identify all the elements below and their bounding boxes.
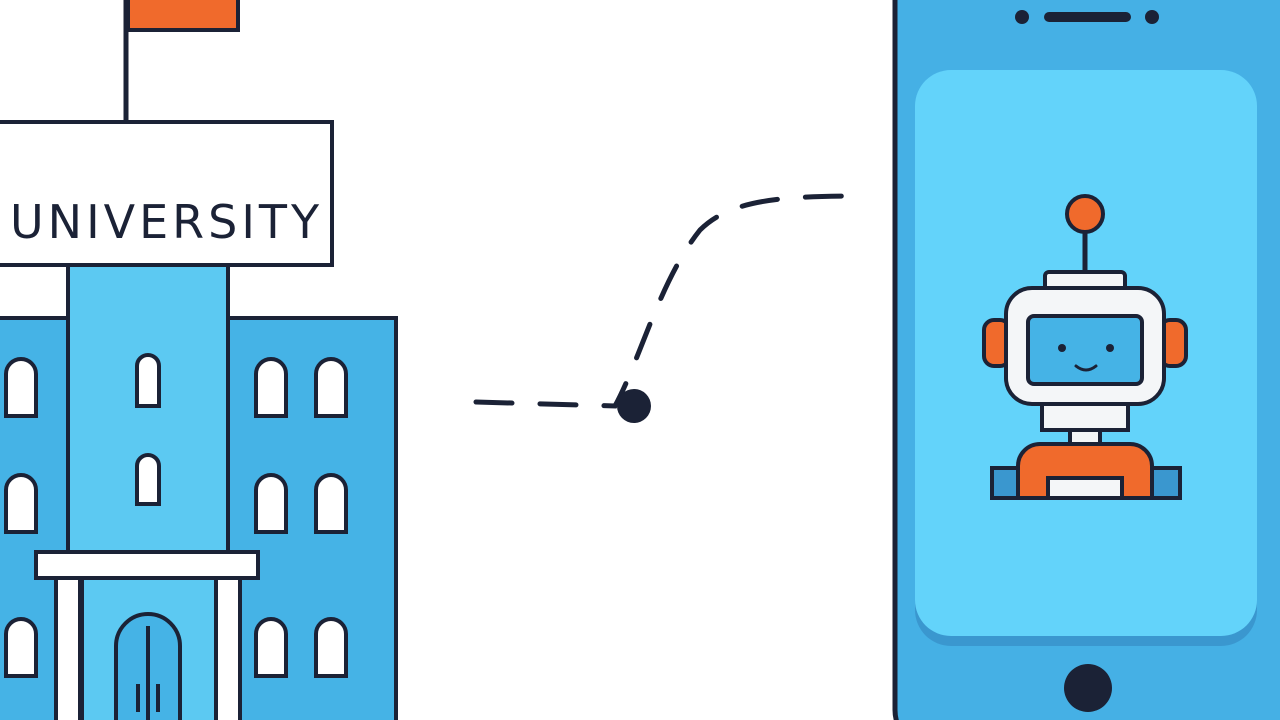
windows-right — [254, 357, 348, 678]
robot-icon — [982, 194, 1188, 500]
university-building: UNIVERSITY — [0, 0, 398, 720]
phone-camera-left — [1015, 10, 1029, 24]
phone-camera-right — [1145, 10, 1159, 24]
smartphone — [892, 0, 1280, 720]
phone-home-button[interactable] — [1064, 664, 1112, 712]
building-portico — [34, 550, 260, 720]
building-right-wing — [224, 316, 398, 720]
flag-icon — [123, 0, 240, 122]
university-sign-board — [0, 120, 334, 267]
windows-tower — [135, 353, 161, 506]
university-sign-text: UNIVERSITY — [10, 195, 323, 249]
connection-node — [617, 389, 651, 423]
windows-left — [3, 357, 38, 678]
building-door — [114, 612, 182, 720]
phone-speaker — [1044, 12, 1131, 22]
connection-path — [473, 193, 863, 423]
